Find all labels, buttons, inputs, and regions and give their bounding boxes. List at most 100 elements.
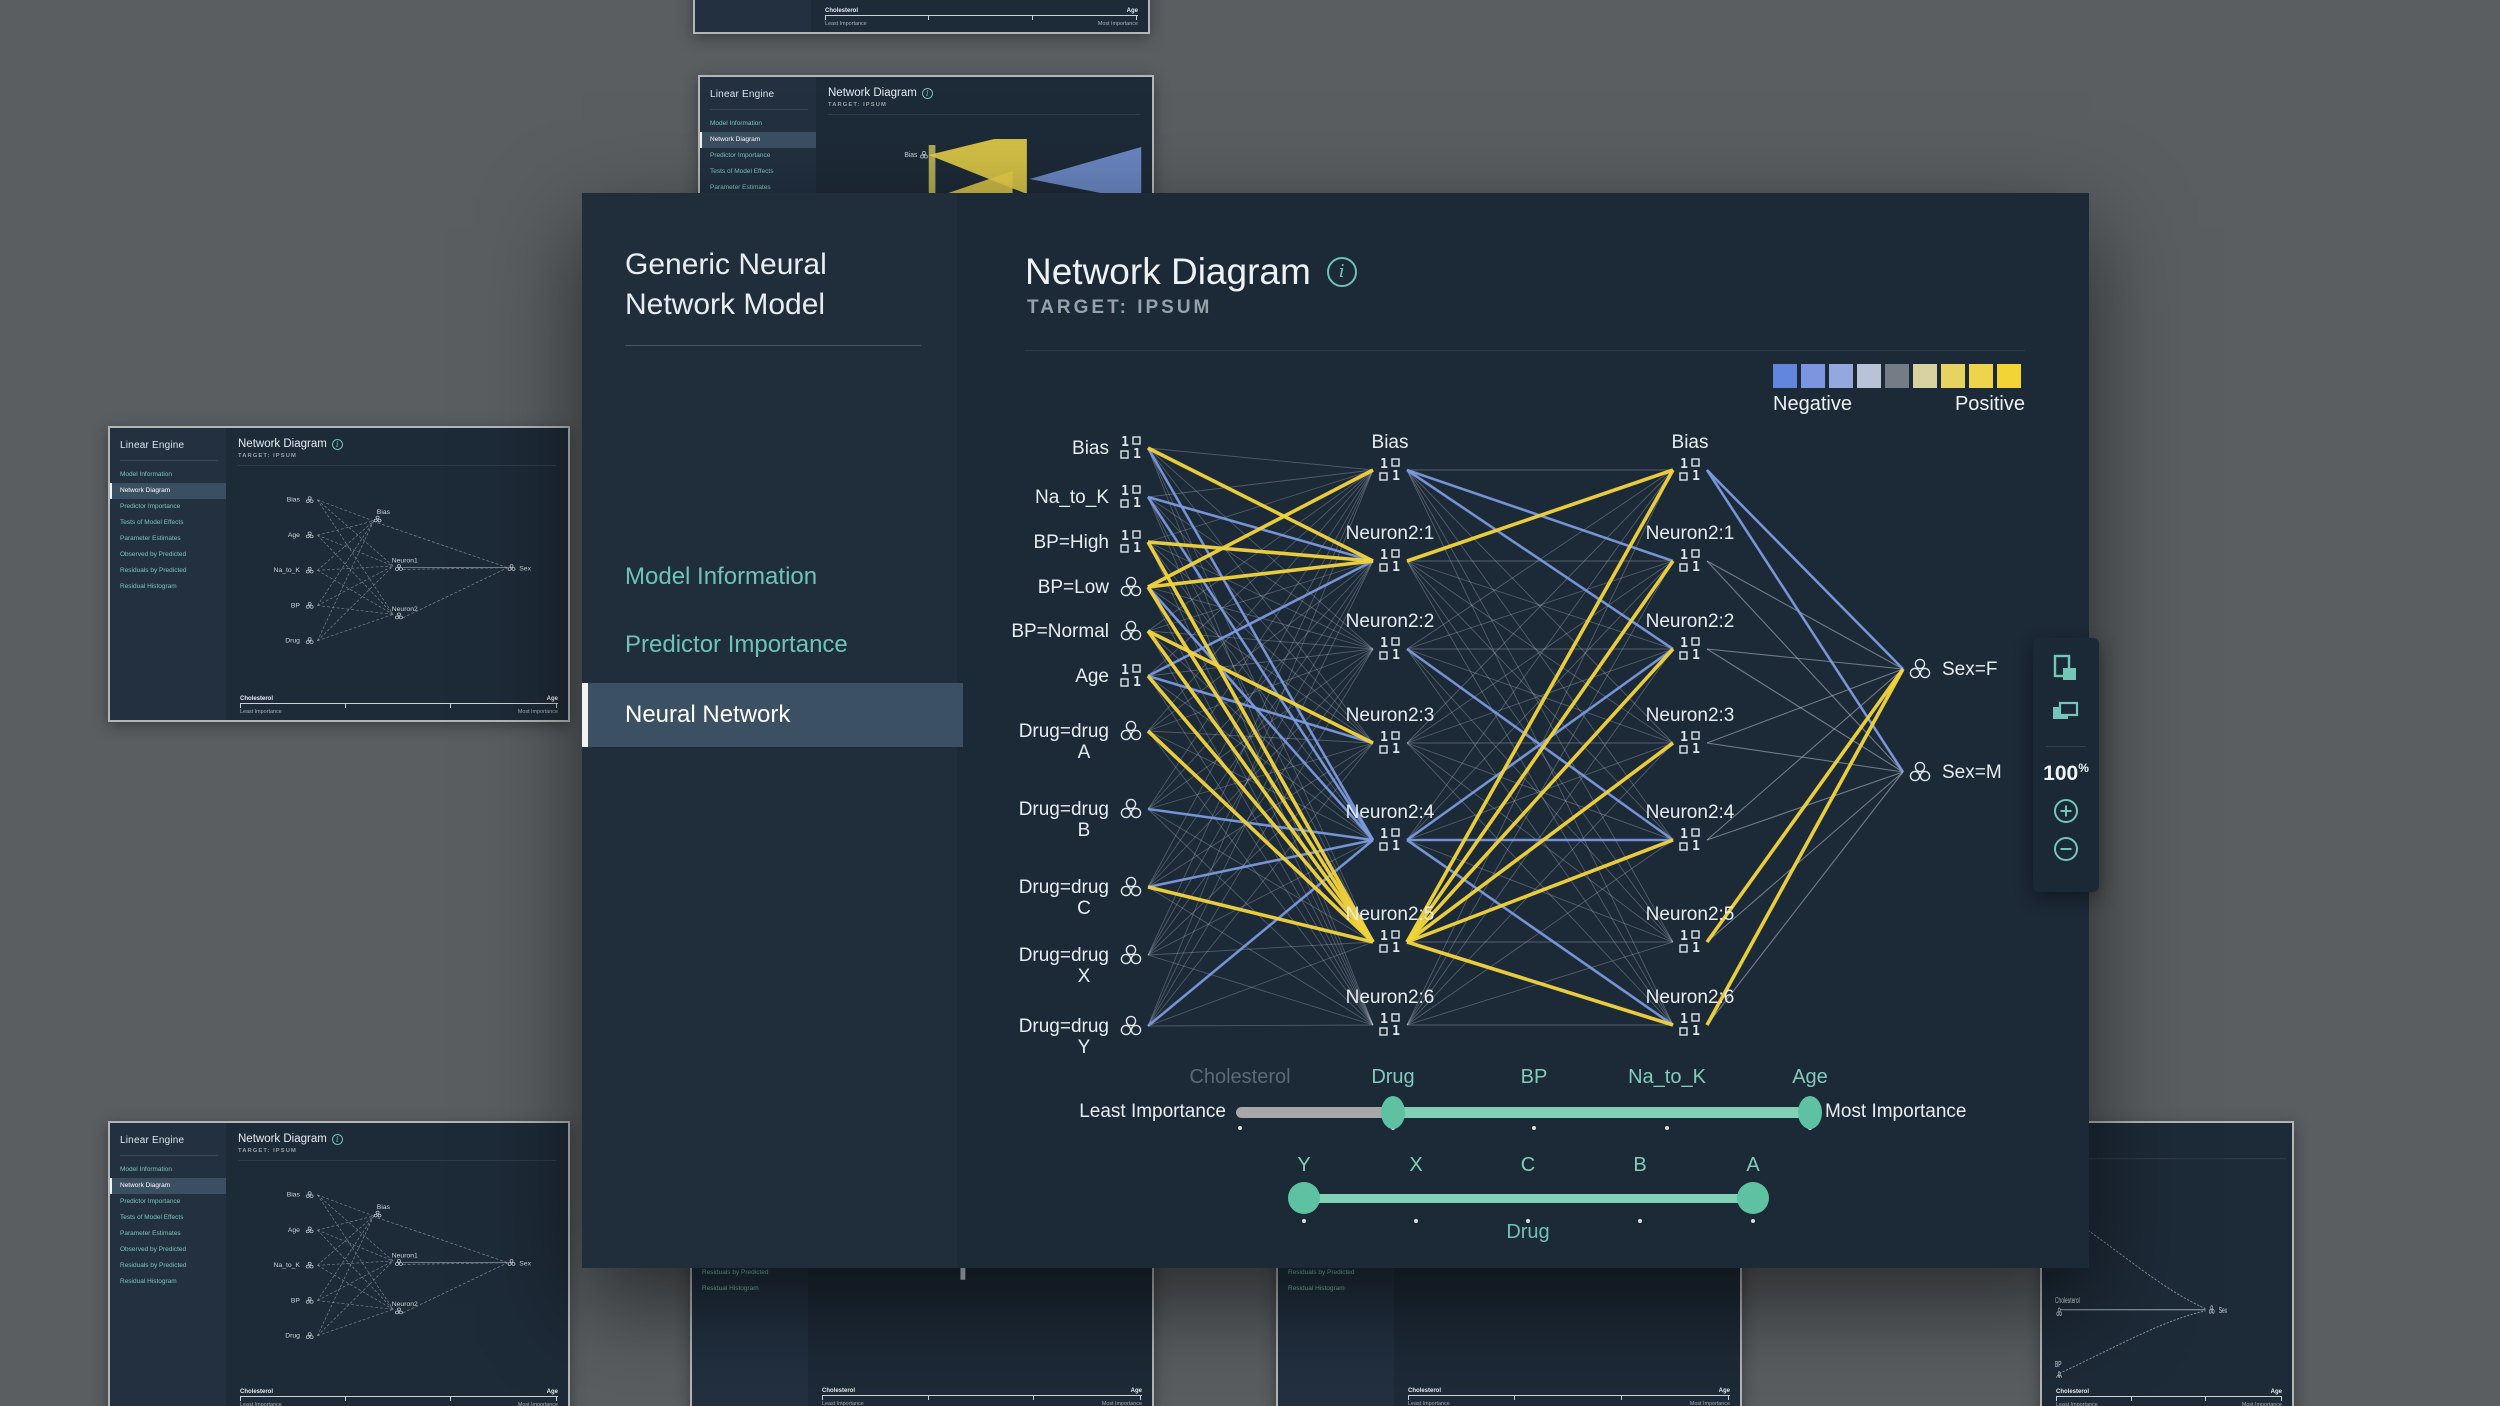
drug-tick-A[interactable]: A — [1746, 1154, 1760, 1176]
drug-tick-B[interactable]: B — [1633, 1154, 1647, 1176]
zoom-out-icon[interactable] — [2051, 834, 2081, 864]
drug-slider-handle[interactable] — [1288, 1182, 1320, 1214]
importance-slider-handle[interactable] — [1381, 1096, 1405, 1129]
model-viewer-modal: Generic Neural Network Model Model Infor… — [582, 193, 2089, 1268]
mini-sidebar-item[interactable]: Network Diagram — [700, 132, 816, 148]
info-icon[interactable]: i — [1326, 257, 1357, 287]
mini-sidebar-item[interactable]: Residuals by Predicted — [702, 1269, 769, 1276]
sidebar-item-neural-network[interactable]: Neural Network — [582, 683, 963, 747]
mini-axis-left-tick: Cholesterol — [240, 696, 274, 702]
mini-sidebar-item[interactable]: Residual Histogram — [120, 583, 177, 590]
drug-tick-X[interactable]: X — [1409, 1154, 1423, 1176]
mini-sidebar-item[interactable]: Model Information — [120, 471, 173, 478]
svg-text:BP=Low: BP=Low — [1038, 577, 1110, 598]
svg-text:Neuron2:6: Neuron2:6 — [1346, 987, 1435, 1008]
mini-sidebar-item[interactable]: Residuals by Predicted — [120, 567, 187, 574]
zoom-level: 100% — [2043, 761, 2089, 785]
mini-sidebar-item[interactable]: Tests of Model Effects — [120, 519, 184, 526]
mini-sidebar-item[interactable]: Residuals by Predicted — [120, 1262, 187, 1269]
mini-sidebar-item[interactable]: Residuals by Predicted — [1288, 1269, 1355, 1276]
importance-tick-Age[interactable]: Age — [1792, 1066, 1828, 1088]
mini-sidebar-item[interactable]: Tests of Model Effects — [710, 168, 774, 175]
mini-sidebar-item[interactable]: Model Information — [120, 1166, 173, 1173]
sidebar-item-predictor-importance[interactable]: Predictor Importance — [625, 631, 848, 658]
svg-text:Drug=drug: Drug=drug — [1019, 721, 1109, 742]
importance-tick-BP[interactable]: BP — [1520, 1066, 1548, 1088]
mini-sidebar-item[interactable]: Residual Histogram — [1288, 1285, 1345, 1292]
drug-slider-track[interactable] — [1304, 1194, 1753, 1203]
importance-tick-Cholesterol[interactable]: Cholesterol — [1189, 1066, 1291, 1088]
mini-axis-left-tick: Cholesterol — [825, 8, 859, 14]
mini-sidebar-item[interactable]: Model Information — [710, 120, 763, 127]
svg-text:Drug=drug: Drug=drug — [1019, 945, 1109, 966]
mini-sidebar-item[interactable]: Parameter Estimates — [710, 184, 771, 191]
drug-tick-C[interactable]: C — [1520, 1154, 1536, 1176]
mini-info-icon[interactable]: i — [921, 88, 933, 99]
mini-sidebar-item[interactable]: Predictor Importance — [120, 503, 181, 510]
mini-axis-most-label: Most Importance — [1689, 1401, 1730, 1406]
zoom-in-icon[interactable] — [2051, 796, 2081, 826]
mini-sidebar-item[interactable]: Residual Histogram — [702, 1285, 759, 1292]
portrait-layout-icon[interactable] — [2051, 654, 2081, 684]
svg-text:Neuron2:4: Neuron2:4 — [1646, 802, 1735, 823]
input-node[interactable]: BP=Normal — [1012, 620, 1142, 642]
importance-slider-track[interactable] — [1236, 1107, 1810, 1118]
legend-swatch-4 — [1885, 364, 1909, 388]
importance-tick-Drug[interactable]: Drug — [1371, 1066, 1415, 1088]
landscape-layout-icon[interactable] — [2051, 698, 2081, 728]
mini-sidebar-item[interactable]: Parameter Estimates — [120, 535, 181, 542]
mini-info-icon[interactable]: i — [331, 1134, 343, 1145]
svg-text:Drug=drug: Drug=drug — [1019, 1016, 1109, 1037]
mini-sidebar-item[interactable]: Network Diagram — [110, 483, 226, 499]
mini-info-icon[interactable]: i — [331, 439, 343, 450]
mini-sidebar-item[interactable]: Tests of Model Effects — [120, 1214, 184, 1221]
importance-tick-Na_to_K[interactable]: Na_to_K — [1628, 1066, 1706, 1088]
svg-text:B: B — [1078, 820, 1091, 841]
mini-app-title: Linear Engine — [120, 440, 185, 451]
svg-text:1: 1 — [1692, 560, 1700, 575]
mini-sidebar-item[interactable]: Parameter Estimates — [120, 1230, 181, 1237]
output-node[interactable]: Sex=M — [1909, 761, 2002, 783]
mini-sidebar-item[interactable]: Network Diagram — [110, 1178, 226, 1194]
mini-sidebar-item[interactable]: Observed by Predicted — [120, 1246, 187, 1253]
mini-sidebar-item[interactable]: Residual Histogram — [120, 1278, 177, 1285]
drug-tick-Y[interactable]: Y — [1297, 1154, 1311, 1176]
input-node[interactable]: BP=Low — [1038, 576, 1142, 598]
output-node[interactable]: Sex=F — [1909, 658, 1997, 680]
importance-tick-dot — [1665, 1126, 1669, 1130]
sidebar-item-model-information[interactable]: Model Information — [625, 563, 818, 590]
mini-sidebar-item[interactable]: Observed by Predicted — [120, 551, 187, 558]
mini-sidebar-item[interactable]: Predictor Importance — [120, 1198, 181, 1205]
importance-slider-handle[interactable] — [1798, 1096, 1822, 1129]
mini-sidebar-item[interactable]: Predictor Importance — [710, 152, 771, 159]
drug-slider-handle[interactable] — [1737, 1182, 1769, 1214]
